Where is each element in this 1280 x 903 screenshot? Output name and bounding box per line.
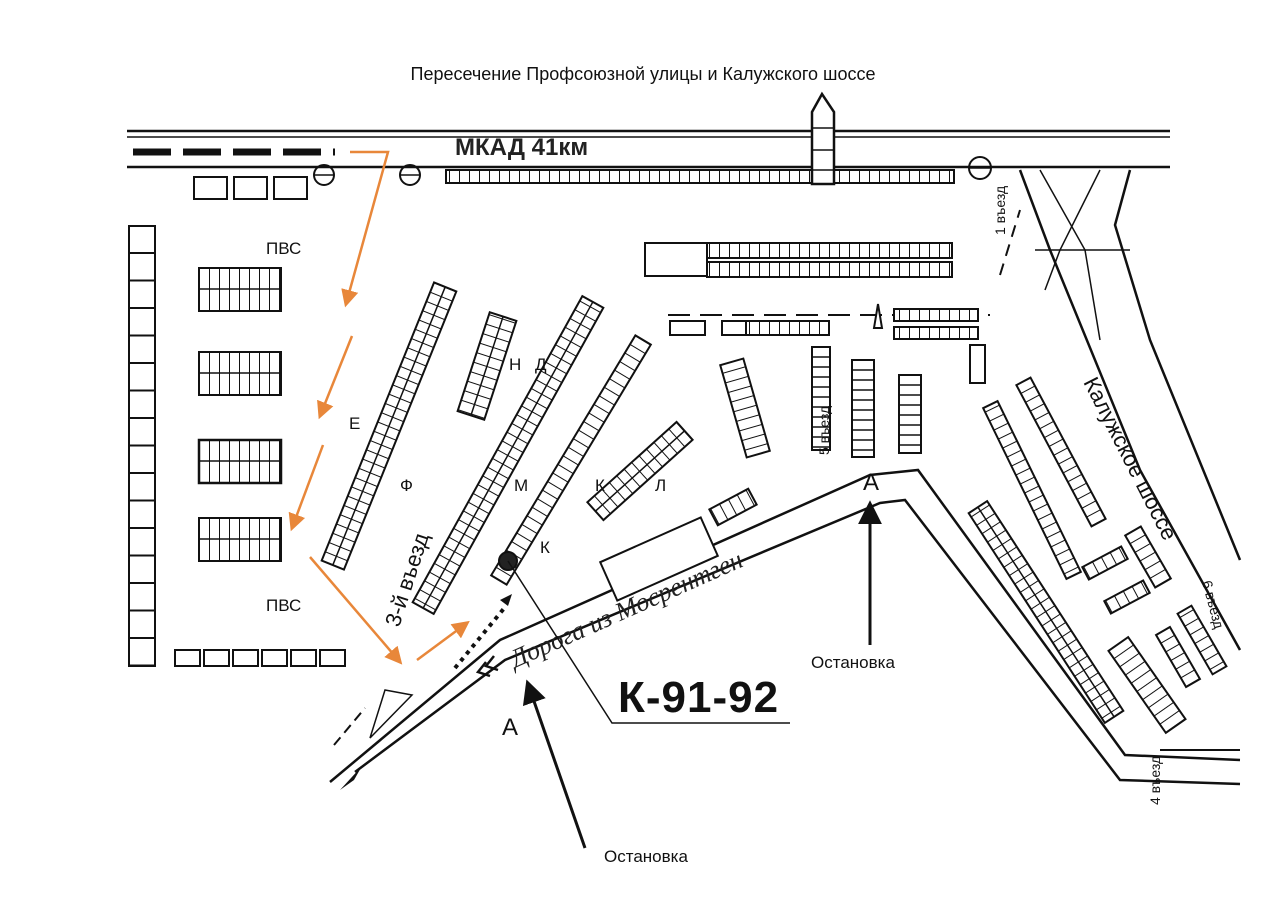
map-title: Пересечение Профсоюзной улицы и Калужско… xyxy=(411,64,876,84)
diagonal-stall-row xyxy=(1176,604,1228,676)
diagonal-stall-row xyxy=(1015,376,1107,528)
traffic-sign-icon xyxy=(968,156,992,180)
sector-label-k: К xyxy=(540,538,550,557)
sector-label-pvs: ПВС xyxy=(266,596,301,615)
diagonal-stall-row xyxy=(489,333,653,587)
building xyxy=(233,176,268,200)
left-stall-column xyxy=(128,225,156,667)
diagonal-stall-row xyxy=(1123,525,1173,589)
traffic-sign-icon xyxy=(872,303,884,329)
route-path xyxy=(288,150,470,665)
diagonal-stall-row xyxy=(1102,579,1152,615)
sector-label-f: Ф xyxy=(400,476,413,495)
pvs-block xyxy=(198,351,282,396)
gate-label-a: А xyxy=(502,714,518,741)
building xyxy=(273,176,308,200)
sector-label-n: Н xyxy=(509,355,521,374)
upper-block xyxy=(644,242,953,278)
diagonal-stall-row xyxy=(967,499,1125,725)
diagonal-stall-row xyxy=(1154,625,1202,689)
bus-stop-label: Остановка xyxy=(604,847,688,866)
pavilion-marker xyxy=(498,551,790,724)
mkad-highway xyxy=(127,91,1170,186)
approach-marker xyxy=(453,594,512,678)
traffic-sign-icon xyxy=(399,164,421,186)
mkad-label: МКАД 41км xyxy=(455,134,588,161)
pavilion-code: К-91-92 xyxy=(618,673,779,722)
diagonal-stall-row xyxy=(1080,545,1130,581)
diagonal-stall-row xyxy=(1107,635,1187,735)
pvs-block xyxy=(198,517,282,562)
sector-label-e: Е xyxy=(349,414,360,433)
sector-label-l: Л xyxy=(655,476,666,495)
bottom-stall-row xyxy=(174,649,346,667)
entrance-label-first: 1 въезд xyxy=(992,186,1008,235)
diagonal-stall-row xyxy=(707,487,759,527)
mid-strip xyxy=(668,308,990,384)
vertical-stall-column xyxy=(811,346,922,458)
building xyxy=(193,176,228,200)
sector-label-m: М xyxy=(514,476,528,495)
kaluga-highway xyxy=(999,169,1242,751)
entrance-label-fourth: 4 въезд xyxy=(1147,756,1163,805)
gate-label-a: А xyxy=(863,469,879,496)
bus-stop-label: Остановка xyxy=(811,653,895,672)
sector-label-k: К xyxy=(595,476,605,495)
diagonal-stall-row xyxy=(320,281,458,571)
diagonal-stall-row xyxy=(981,399,1083,581)
road-mosrentgen xyxy=(329,468,1241,790)
pvs-block xyxy=(198,267,282,312)
pvs-block xyxy=(197,438,283,485)
entrance-label-sixth: 6 въезд xyxy=(1199,579,1227,631)
sector-label-pvs: ПВС xyxy=(266,239,301,258)
entrance-label-fifth: 5 въезд xyxy=(816,406,832,455)
diagonal-stall-row xyxy=(456,310,518,422)
diagonal-stall-row xyxy=(585,420,695,522)
bus-stop-arrow xyxy=(522,679,587,849)
diagonal-stall-row xyxy=(718,357,772,459)
diagonal-stall-row xyxy=(411,294,605,616)
traffic-sign-icon xyxy=(313,164,335,186)
sector-label-d: Д xyxy=(535,355,547,374)
